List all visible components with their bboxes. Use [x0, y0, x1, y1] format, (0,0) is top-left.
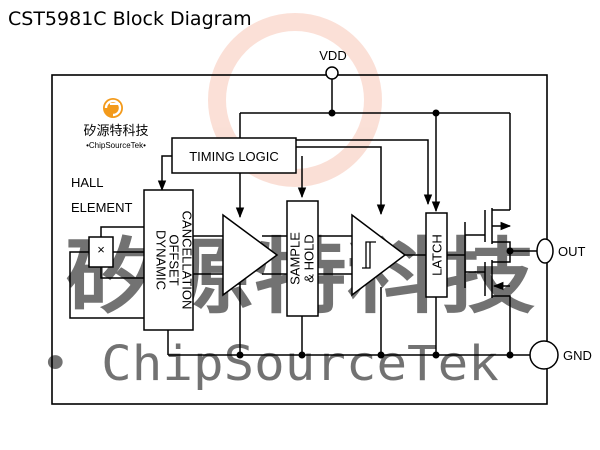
gnd-junction-2 — [298, 351, 306, 359]
latch-label: LATCH — [430, 234, 445, 276]
vdd-label: VDD — [319, 48, 346, 63]
sample-hold-label-1: SAMPLE — [288, 232, 303, 285]
gnd-junction-4 — [432, 351, 440, 359]
gnd-junction-3 — [377, 351, 385, 359]
hall-connections — [69, 226, 144, 319]
diagram-title: CST5981C Block Diagram — [8, 8, 252, 30]
out-junction — [506, 247, 514, 255]
vdd-junction — [328, 109, 336, 117]
timing-logic-block: TIMING LOGIC — [171, 137, 297, 174]
vdd-terminal — [325, 66, 339, 80]
gnd-junction-1 — [236, 351, 244, 359]
signal-path-2 — [262, 235, 352, 275]
out-terminal — [536, 238, 554, 264]
hall-plate-symbol: × — [97, 242, 105, 257]
gnd-label: GND — [563, 348, 592, 363]
hall-element-label-2: ELEMENT — [71, 200, 132, 215]
schmitt-comparator — [351, 213, 407, 297]
watermark-en-text: • ChipSourceTek • — [40, 336, 560, 392]
hall-element-label-1: HALL — [71, 175, 104, 190]
sample-hold-label-2: & HOLD — [302, 234, 317, 282]
out-pin: OUT — [536, 238, 586, 264]
doc-label-2: OFFSET — [167, 234, 182, 285]
doc-label-3: CANCELLATION — [180, 211, 195, 310]
amplifier — [222, 213, 279, 297]
vdd-rail — [235, 79, 511, 219]
doc-label-1: DYNAMIC — [154, 230, 169, 290]
hall-element: × — [88, 236, 114, 268]
out-label: OUT — [558, 244, 586, 259]
gnd-pin: GND — [529, 340, 592, 370]
vdd-junction-latch — [432, 109, 440, 117]
vdd-pin: VDD — [319, 48, 347, 80]
gnd-junction-5 — [506, 351, 514, 359]
sample-hold-block: SAMPLE & HOLD — [286, 200, 319, 317]
timing-logic-label: TIMING LOGIC — [189, 149, 279, 164]
dynamic-offset-cancellation-block: DYNAMIC OFFSET CANCELLATION — [143, 189, 195, 331]
logo-name-cn: 矽源特科技 — [83, 123, 148, 138]
watermark-ring — [208, 13, 382, 187]
latch-block: LATCH — [425, 212, 448, 298]
logo-name-en: •ChipSourceTek• — [86, 141, 146, 150]
timing-logic-signals — [157, 139, 433, 216]
signal-path-1 — [193, 235, 223, 275]
gnd-terminal — [529, 340, 559, 370]
hysteresis-icon — [362, 241, 376, 269]
company-logo: 矽源特科技 •ChipSourceTek• — [83, 98, 149, 150]
gnd-rail — [167, 283, 530, 356]
